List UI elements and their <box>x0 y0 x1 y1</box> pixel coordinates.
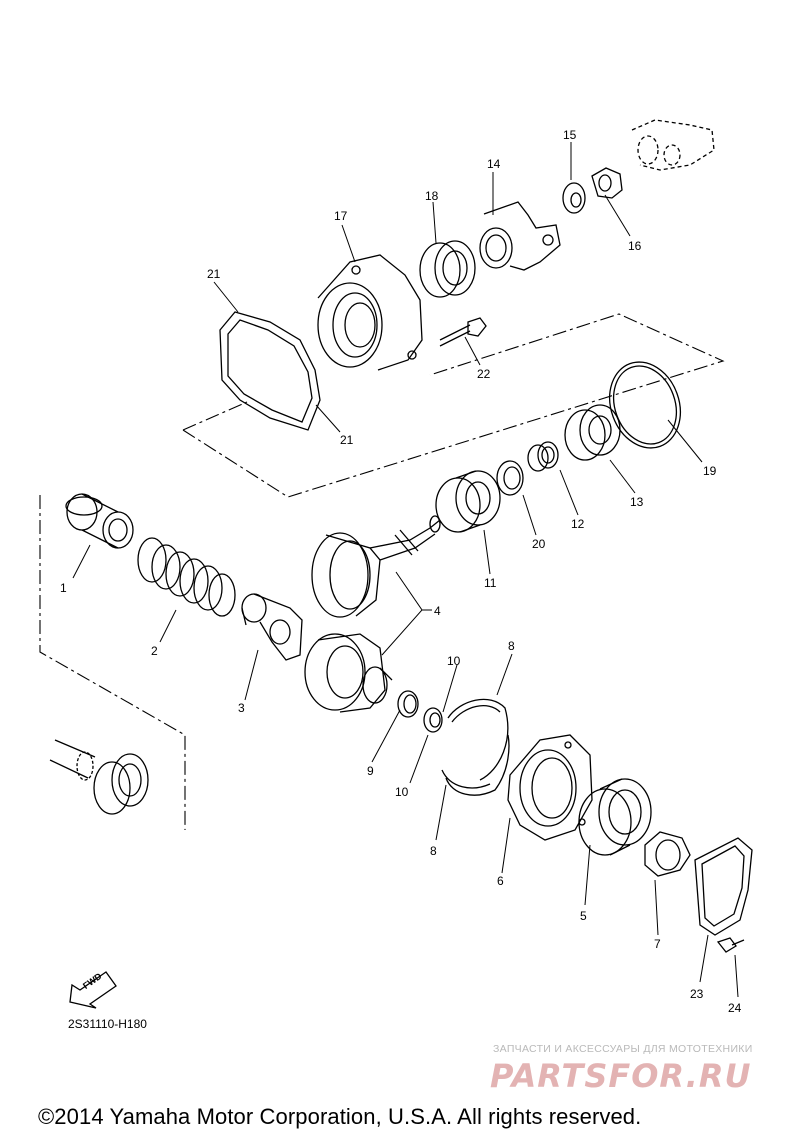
callout-19: 19 <box>703 464 717 478</box>
callout-5: 5 <box>580 909 587 923</box>
part-11-bearing <box>435 470 501 533</box>
part-7-nut <box>644 831 691 877</box>
part-9-oring <box>397 690 419 718</box>
left-group-outline <box>39 495 186 830</box>
part-15-washer <box>562 182 586 214</box>
callout-3: 3 <box>238 701 245 715</box>
callout-9: 9 <box>367 764 374 778</box>
universal-joint-ref <box>631 119 715 171</box>
part-4-ring-gear <box>304 633 393 713</box>
part-23-gasket <box>694 837 753 936</box>
drive-shaft-ref <box>49 739 149 815</box>
part-12-collar <box>527 441 559 472</box>
part-19-oring <box>609 361 681 449</box>
watermark-subtitle: ЗАПЧАСТИ И АКСЕССУАРЫ ДЛЯ МОТОТЕХНИКИ <box>493 1043 753 1055</box>
part-8-shim-lower <box>441 734 510 796</box>
part-16-nut <box>591 167 623 199</box>
callout-10-upper: 10 <box>447 654 461 668</box>
callout-16: 16 <box>628 239 642 253</box>
callout-7: 7 <box>654 937 661 951</box>
part-6-cover <box>507 734 593 841</box>
callout-15: 15 <box>563 128 577 142</box>
part-1-collar <box>65 493 134 549</box>
callout-10-lower: 10 <box>395 785 409 799</box>
callout-11: 11 <box>484 576 497 590</box>
part-20-collar <box>496 460 524 496</box>
part-5-bearing <box>578 778 652 856</box>
callout-13: 13 <box>630 495 644 509</box>
fwd-arrow-icon <box>69 971 117 1009</box>
copyright-notice: ©2014 Yamaha Motor Corporation, U.S.A. A… <box>38 1104 642 1129</box>
callout-6: 6 <box>497 874 504 888</box>
callout-8-lower: 8 <box>430 844 437 858</box>
callout-24: 24 <box>728 1001 742 1015</box>
part-18-oil-seal <box>419 240 476 298</box>
leader-lines <box>72 142 739 998</box>
callout-20: 20 <box>532 537 546 551</box>
part-21-gasket <box>219 311 321 431</box>
part-24-screw <box>716 937 745 953</box>
part-2-spring <box>137 537 236 617</box>
part-8-shim-upper <box>447 698 509 781</box>
callout-18: 18 <box>425 189 439 203</box>
callout-23: 23 <box>690 987 704 1001</box>
callout-21-lower: 21 <box>340 433 354 447</box>
callout-2: 2 <box>151 644 158 658</box>
part-4-pinion-gear <box>311 515 441 618</box>
callout-4: 4 <box>434 604 441 618</box>
callout-17: 17 <box>334 209 348 223</box>
part-3-coupling <box>241 593 303 661</box>
part-14-yoke <box>479 201 561 271</box>
part-17-case <box>317 254 423 371</box>
callout-8-upper: 8 <box>508 639 515 653</box>
diagram-code: 2S31110-H180 <box>68 1017 147 1031</box>
part-10-washer <box>423 707 443 733</box>
callout-1: 1 <box>60 581 67 595</box>
callout-12: 12 <box>571 517 585 531</box>
callout-22: 22 <box>477 367 491 381</box>
callout-14: 14 <box>487 157 501 171</box>
watermark-logo: PARTSFOR.RU <box>490 1057 752 1095</box>
part-22-bolt <box>439 317 487 347</box>
callout-21-upper: 21 <box>207 267 221 281</box>
upper-group-outline <box>182 313 725 498</box>
